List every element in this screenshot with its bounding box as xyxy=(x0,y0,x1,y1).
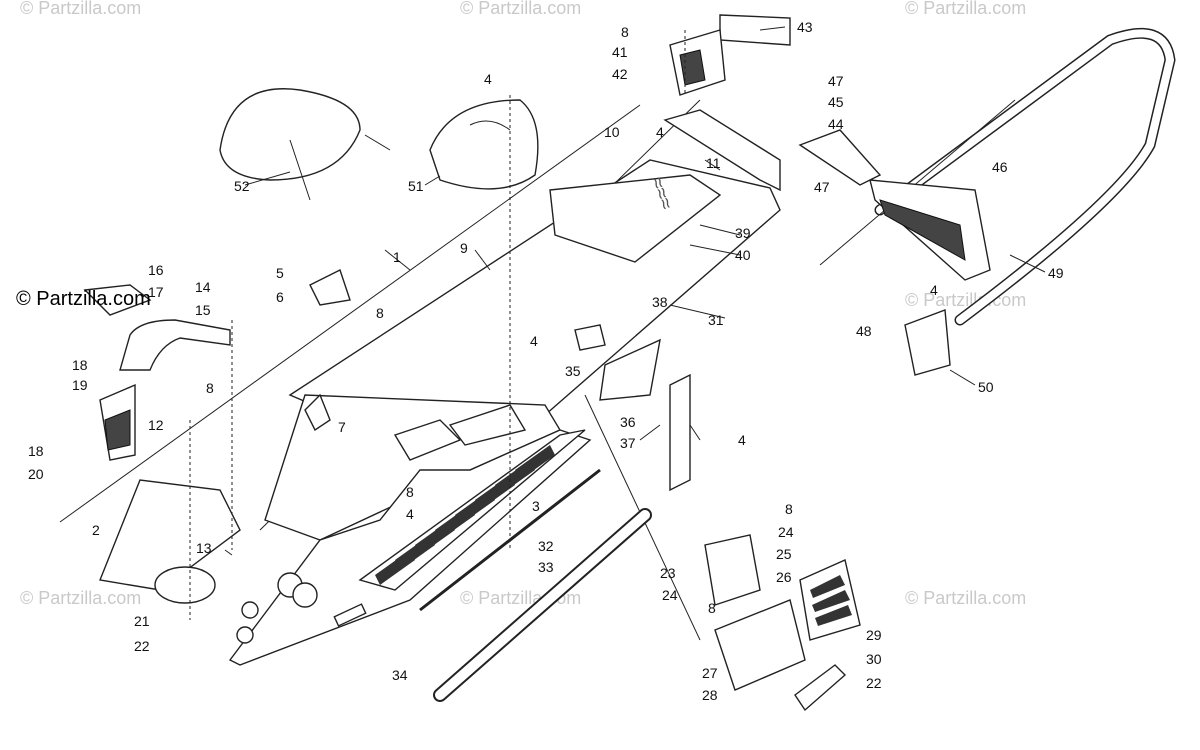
callout-label: 33 xyxy=(538,559,554,575)
callout-label: 11 xyxy=(706,155,721,171)
callout-label: 51 xyxy=(408,178,424,194)
callout-label: 38 xyxy=(652,294,668,310)
brand-watermark: © Partzilla.com xyxy=(16,288,151,310)
callout-label: 32 xyxy=(538,538,554,554)
callout-label: 26 xyxy=(776,569,792,585)
callout-label: 8 xyxy=(206,380,214,396)
callout-label: 4 xyxy=(530,333,538,349)
callout-label: 8 xyxy=(376,305,384,321)
flap-46 xyxy=(798,129,991,281)
callout-label: 6 xyxy=(276,289,284,305)
bag-52 xyxy=(219,88,391,201)
callout-label: 5 xyxy=(276,265,284,281)
callout-label: 4 xyxy=(406,506,414,522)
callout-label: 10 xyxy=(604,124,620,140)
watermark-text: © Partzilla.com xyxy=(905,0,1026,18)
callout-label: 42 xyxy=(612,66,628,82)
callout-label: 14 xyxy=(195,279,211,295)
callout-label: 29 xyxy=(866,627,882,643)
callout-label: 30 xyxy=(866,651,882,667)
callout-label: 18 xyxy=(28,443,44,459)
tunnel-holes xyxy=(236,572,367,644)
callout-label: 4 xyxy=(930,282,938,298)
watermark-text: © Partzilla.com xyxy=(905,290,1026,310)
callout-label: 1 xyxy=(393,249,401,265)
callout-label: 43 xyxy=(797,19,813,35)
callout-label: 45 xyxy=(828,94,844,110)
callout-label: 8 xyxy=(406,484,414,500)
callout-label: 48 xyxy=(856,323,872,339)
side-panels-right xyxy=(704,534,861,691)
bracket-left xyxy=(83,284,231,461)
callout-label: 28 xyxy=(702,687,718,703)
bracket-2 xyxy=(99,479,241,591)
callout-label: 20 xyxy=(28,466,44,482)
callout-label: 4 xyxy=(738,432,746,448)
callout-label: 3 xyxy=(532,498,540,514)
callout-label: 19 xyxy=(72,377,88,393)
misc-parts xyxy=(304,269,691,492)
callout-label: 34 xyxy=(392,667,408,683)
grab-handle-49 xyxy=(819,27,1176,326)
callout-label: 22 xyxy=(134,638,150,654)
callout-label: 7 xyxy=(338,419,346,435)
callout-label: 37 xyxy=(620,435,636,451)
callout-labels: 1 2 3 4 4 4 4 4 4 5 6 7 8 8 8 8 8 8 9 10… xyxy=(28,19,1064,703)
callout-label: 15 xyxy=(195,302,211,318)
callout-label: 25 xyxy=(776,546,792,562)
callout-label: 12 xyxy=(148,417,164,433)
bumper-end xyxy=(904,309,951,376)
callout-label: 35 xyxy=(565,363,581,379)
callout-label: 47 xyxy=(828,73,844,89)
callout-label: 24 xyxy=(662,587,678,603)
footrest-30 xyxy=(794,664,847,712)
callout-label: 40 xyxy=(735,247,751,263)
callout-label: 8 xyxy=(621,24,629,40)
callout-label: 2 xyxy=(92,522,100,538)
running-board xyxy=(358,429,586,591)
watermark-text: © Partzilla.com xyxy=(905,588,1026,608)
callout-label: 4 xyxy=(484,71,492,87)
watermark-text: © Partzilla.com xyxy=(20,0,141,18)
callout-label: 49 xyxy=(1048,265,1064,281)
callout-label: 41 xyxy=(612,44,628,60)
callout-label: 52 xyxy=(234,178,250,194)
bracket-43 xyxy=(669,14,791,96)
watermark-text: © Partzilla.com xyxy=(460,0,581,18)
callout-label: 39 xyxy=(735,225,751,241)
callout-label: 31 xyxy=(708,312,724,328)
callout-label: 46 xyxy=(992,159,1008,175)
callout-label: 8 xyxy=(708,600,716,616)
callout-label: 9 xyxy=(460,240,468,256)
callout-label: 27 xyxy=(702,665,718,681)
callout-label: 36 xyxy=(620,414,636,430)
leader-lines xyxy=(189,26,1046,620)
callout-label: 17 xyxy=(148,284,164,300)
watermark-text: © Partzilla.com xyxy=(20,588,141,608)
bracket-11 xyxy=(663,109,781,192)
callout-label: 47 xyxy=(814,179,830,195)
callout-label: 21 xyxy=(134,613,150,629)
callout-label: 16 xyxy=(148,262,164,278)
callout-label: 8 xyxy=(785,501,793,517)
callout-label: 18 xyxy=(72,357,88,373)
callout-label: 24 xyxy=(778,524,794,540)
callout-label: 44 xyxy=(828,116,844,132)
callout-label: 50 xyxy=(978,379,994,395)
seat-51 xyxy=(429,99,539,190)
callout-label: 4 xyxy=(656,124,664,140)
footrest-21 xyxy=(154,566,216,604)
callout-label: 23 xyxy=(660,565,676,581)
callout-label: 13 xyxy=(196,540,212,556)
callout-label: 22 xyxy=(866,675,882,691)
